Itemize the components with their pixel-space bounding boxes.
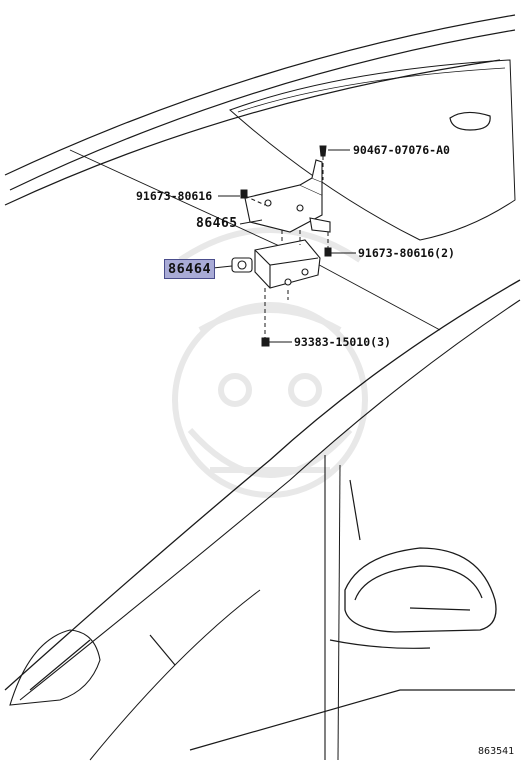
leader-lines xyxy=(212,149,356,343)
part-label-93383-15010-3[interactable]: 93383-15010(3) xyxy=(294,335,391,349)
vehicle-outline xyxy=(4,14,521,761)
figure-number: 863541 xyxy=(478,746,515,757)
assembly-lines xyxy=(244,156,329,338)
bracket-86465 xyxy=(244,159,331,233)
part-label-90467-07076-a0[interactable]: 90467-07076-A0 xyxy=(353,143,450,157)
fasteners xyxy=(240,145,332,347)
part-label-86465[interactable]: 86465 xyxy=(196,216,238,231)
part-label-86464-highlighted[interactable]: 86464 xyxy=(164,259,216,279)
part-label-91673-80616[interactable]: 91673-80616 xyxy=(136,189,213,203)
watermark-emblem xyxy=(172,227,368,498)
sensor-86464 xyxy=(231,239,321,289)
part-label-91673-80616-2[interactable]: 91673-80616(2) xyxy=(358,246,455,260)
